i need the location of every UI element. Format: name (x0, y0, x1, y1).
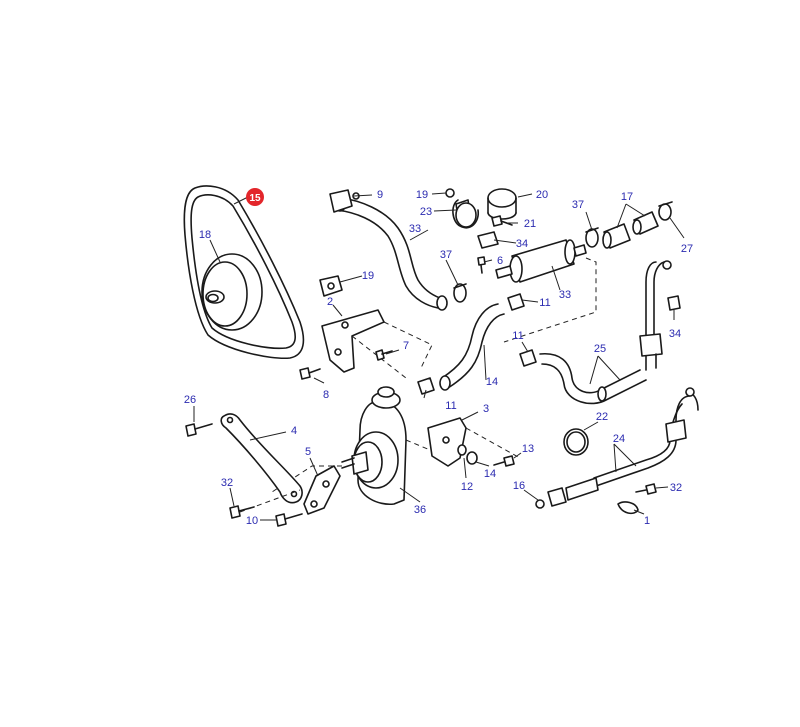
bolt-13 (493, 455, 515, 467)
hose-clamp-37a (453, 283, 467, 303)
washer-12 (457, 444, 467, 456)
callout-13[interactable]: 13 (522, 443, 534, 455)
leader-lines (193, 192, 685, 521)
bolt-10 (275, 513, 303, 527)
bolt-28 (185, 423, 213, 437)
callout-10[interactable]: 10 (246, 515, 258, 527)
bolt-32 (635, 483, 657, 495)
callout-15-label: 15 (249, 193, 261, 204)
pulley (201, 253, 263, 331)
power-steering-pump (341, 386, 407, 505)
callout-3[interactable]: 3 (483, 403, 489, 415)
ring-22 (487, 188, 517, 220)
hose-clamp-29 (658, 201, 673, 221)
callout-19[interactable]: 19 (362, 270, 374, 282)
callout-16[interactable]: 16 (513, 480, 525, 492)
clip-1 (617, 501, 639, 515)
callout-28[interactable]: 26 (184, 394, 196, 406)
hose-clamp-11b (519, 349, 537, 367)
callout-25[interactable]: 23 (420, 206, 432, 218)
hose-17 (602, 211, 659, 249)
bolt-8 (299, 367, 321, 380)
link-rod-4 (220, 413, 303, 504)
callout-5[interactable]: 5 (305, 446, 311, 458)
callout-37-left[interactable]: 37 (440, 249, 452, 261)
callout-6[interactable]: 6 (497, 255, 503, 267)
bracket-19 (319, 275, 343, 297)
callout-12[interactable]: 12 (461, 481, 473, 493)
callout-31[interactable]: 33 (409, 223, 421, 235)
pipe-35 (639, 260, 672, 371)
hose-clamp-11c (417, 377, 435, 395)
callout-9[interactable]: 9 (377, 189, 383, 201)
bolt-30 (229, 505, 255, 519)
callout-14[interactable]: 14 (484, 468, 496, 480)
hose-18 (439, 303, 505, 391)
hose-clamp-11a (507, 293, 525, 311)
ring-24 (563, 428, 589, 456)
nut-14 (466, 451, 478, 465)
hose-clamp-37b (585, 227, 599, 248)
cap-35 (667, 295, 681, 311)
callout-22[interactable]: 20 (536, 189, 548, 201)
callout-8[interactable]: 8 (323, 389, 329, 401)
clamp-25 (452, 199, 480, 229)
callout-20[interactable]: 18 (199, 229, 211, 241)
callout-37-right[interactable]: 37 (572, 199, 584, 211)
fitting-34 (477, 231, 499, 249)
hose-27 (539, 353, 647, 405)
callout-29[interactable]: 27 (681, 243, 693, 255)
callout-33[interactable]: 33 (559, 289, 571, 301)
bracket-2 (321, 309, 385, 373)
fitting-16 (535, 477, 599, 509)
callout-11-b[interactable]: 11 (512, 330, 523, 342)
callout-18[interactable]: 14 (486, 376, 498, 388)
callout-36[interactable]: 36 (414, 504, 426, 516)
callout-1[interactable]: 1 (644, 515, 650, 527)
callout-24[interactable]: 22 (596, 411, 608, 423)
bracket-3 (427, 417, 467, 467)
drive-belt (183, 185, 305, 360)
callout-17[interactable]: 17 (621, 191, 633, 203)
bolt-23 (491, 215, 513, 227)
callout-34[interactable]: 34 (516, 238, 528, 250)
callout-27[interactable]: 25 (594, 343, 606, 355)
callout-2[interactable]: 2 (327, 296, 333, 308)
callout-30[interactable]: 32 (221, 477, 233, 489)
hose-26 (593, 387, 699, 487)
bracket-5 (303, 465, 341, 515)
callout-11-a[interactable]: 11 (539, 297, 550, 309)
callout-4[interactable]: 4 (291, 425, 297, 437)
callout-11-c[interactable]: 11 (445, 400, 456, 412)
callout-21[interactable]: 19 (416, 189, 428, 201)
callout-labels: 15 18 9 19 20 23 21 33 34 6 37 37 17 27 … (184, 188, 693, 527)
callout-26[interactable]: 24 (613, 433, 625, 445)
highlighted-callout-15[interactable]: 15 (246, 188, 264, 206)
bolt-7 (375, 349, 393, 361)
callout-7[interactable]: 7 (403, 340, 409, 352)
callout-32[interactable]: 32 (670, 482, 682, 494)
bolt-6 (477, 256, 486, 274)
callout-35[interactable]: 34 (669, 328, 681, 340)
filter-33 (495, 239, 587, 283)
nut-21 (445, 188, 455, 198)
callout-23[interactable]: 21 (524, 218, 536, 230)
